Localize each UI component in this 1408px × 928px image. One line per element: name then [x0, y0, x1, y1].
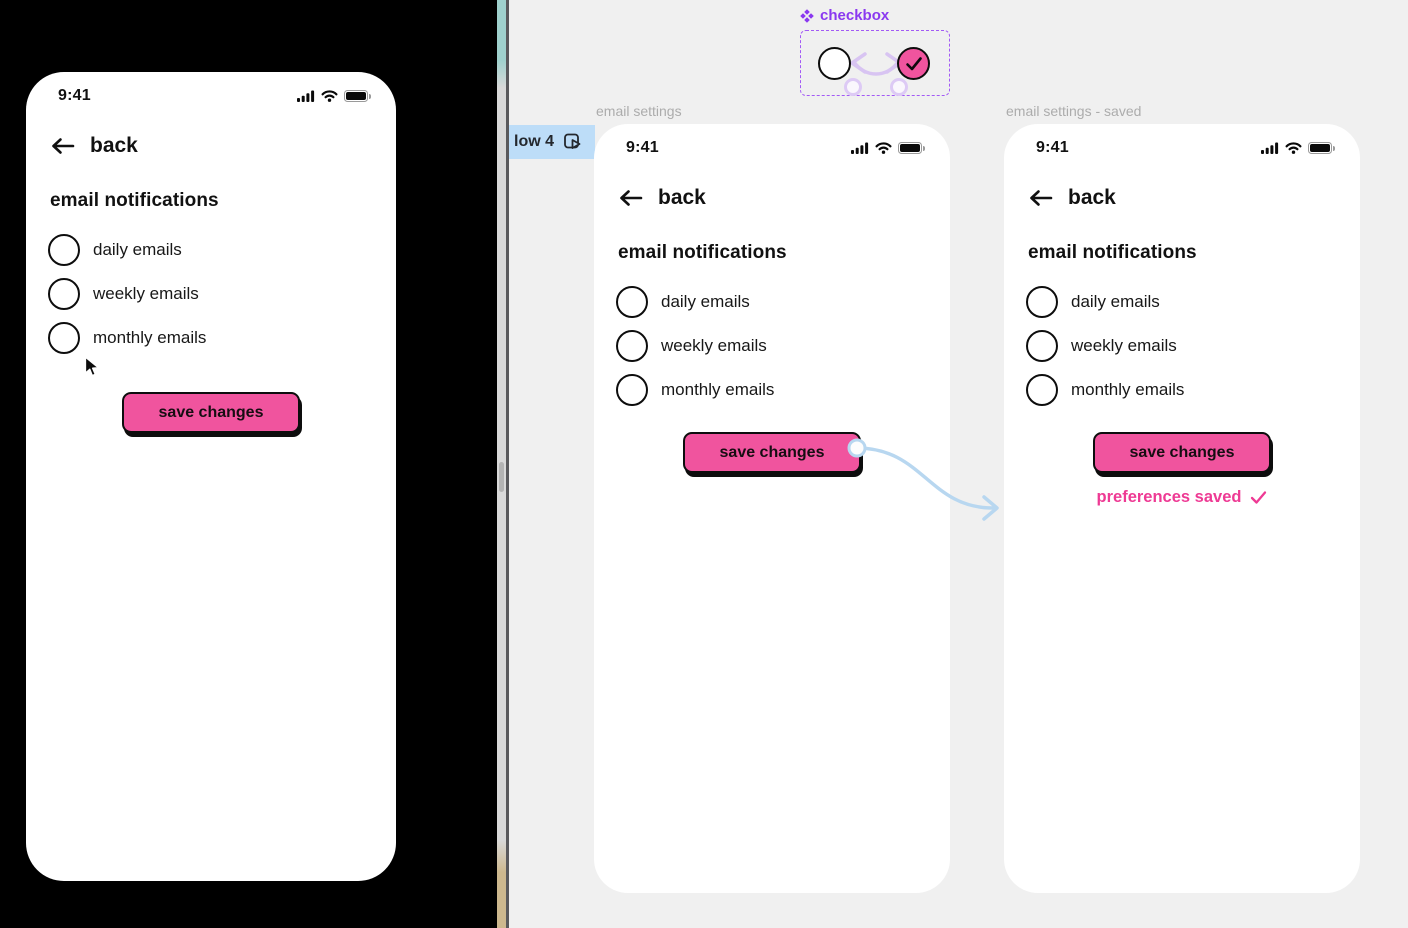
page-title: email notifications	[618, 242, 787, 263]
checkbox-checked-variant[interactable]	[897, 47, 930, 80]
wifi-icon	[875, 142, 892, 154]
battery-icon	[898, 142, 926, 154]
radio-label: monthly emails	[661, 380, 775, 399]
radio-circle-icon[interactable]	[48, 278, 80, 310]
radio-option-monthly[interactable]: monthly emails	[1026, 374, 1184, 406]
flow-label[interactable]: low 4	[509, 125, 595, 159]
saved-message-text: preferences saved	[1096, 488, 1242, 506]
component-name-label: checkbox	[820, 7, 890, 24]
status-time: 9:41	[626, 139, 659, 156]
radio-option-daily[interactable]: daily emails	[1026, 286, 1160, 318]
saved-message: preferences saved	[1004, 488, 1360, 507]
back-label: back	[1068, 186, 1116, 209]
radio-label: monthly emails	[93, 328, 207, 347]
variant-interaction-arrows-icon	[844, 52, 908, 96]
page-title: email notifications	[1028, 242, 1197, 263]
flow-label-text: low 4	[514, 133, 555, 150]
check-icon	[1251, 491, 1267, 504]
radio-label: daily emails	[93, 240, 182, 259]
window-divider	[506, 0, 509, 928]
radio-option-daily[interactable]: daily emails	[616, 286, 750, 318]
status-bar: 9:41	[58, 87, 372, 105]
back-label: back	[658, 186, 706, 209]
status-bar: 9:41	[1036, 139, 1336, 157]
page-title: email notifications	[50, 190, 219, 211]
radio-option-monthly[interactable]: monthly emails	[616, 374, 774, 406]
radio-circle-icon[interactable]	[1026, 286, 1058, 318]
mouse-cursor-icon	[84, 356, 100, 377]
back-button[interactable]: back	[618, 186, 706, 210]
radio-circle-icon[interactable]	[616, 286, 648, 318]
wifi-icon	[1285, 142, 1302, 154]
save-changes-button[interactable]: save changes	[683, 432, 861, 473]
save-changes-button[interactable]: save changes	[122, 392, 300, 433]
radio-label: weekly emails	[661, 336, 767, 355]
cellular-signal-icon	[851, 142, 869, 154]
save-changes-button[interactable]: save changes	[1093, 432, 1271, 473]
radio-label: daily emails	[661, 292, 750, 311]
radio-circle-icon[interactable]	[1026, 330, 1058, 362]
radio-option-weekly[interactable]: weekly emails	[616, 330, 767, 362]
wifi-icon	[321, 90, 338, 102]
radio-label: weekly emails	[93, 284, 199, 303]
cellular-signal-icon	[1261, 142, 1279, 154]
present-play-icon[interactable]	[563, 132, 583, 152]
phone-screen-preview: 9:41 back email notifications daily emai…	[26, 72, 396, 881]
back-arrow-icon	[52, 138, 75, 154]
back-button[interactable]: back	[50, 134, 138, 158]
component-title[interactable]: checkbox	[800, 7, 889, 24]
radio-label: monthly emails	[1071, 380, 1185, 399]
back-arrow-icon	[1030, 190, 1053, 206]
radio-option-weekly[interactable]: weekly emails	[48, 278, 199, 310]
phone-screen-email-settings[interactable]: 9:41 back email notifications daily emai…	[594, 124, 950, 893]
back-label: back	[90, 134, 138, 157]
radio-circle-icon[interactable]	[48, 234, 80, 266]
checkbox-component-set	[800, 30, 950, 96]
radio-option-monthly[interactable]: monthly emails	[48, 322, 206, 354]
radio-circle-icon[interactable]	[48, 322, 80, 354]
cellular-signal-icon	[297, 90, 315, 102]
prototype-connector-arrow[interactable]	[845, 432, 1025, 532]
frame-label-email-settings-saved[interactable]: email settings - saved	[1006, 103, 1142, 119]
four-diamonds-component-icon	[800, 8, 814, 23]
battery-icon	[344, 90, 372, 102]
radio-circle-icon[interactable]	[616, 374, 648, 406]
radio-circle-icon[interactable]	[1026, 374, 1058, 406]
frame-label-email-settings[interactable]: email settings	[596, 103, 682, 119]
battery-icon	[1308, 142, 1336, 154]
status-time: 9:41	[1036, 139, 1069, 156]
radio-circle-icon[interactable]	[616, 330, 648, 362]
status-bar: 9:41	[626, 139, 926, 157]
back-button[interactable]: back	[1028, 186, 1116, 210]
phone-screen-email-settings-saved[interactable]: 9:41 back email notifications daily emai…	[1004, 124, 1360, 893]
radio-option-daily[interactable]: daily emails	[48, 234, 182, 266]
scrollbar-thumb[interactable]	[499, 462, 504, 492]
checkbox-unchecked-variant[interactable]	[818, 47, 851, 80]
back-arrow-icon	[620, 190, 643, 206]
check-icon	[905, 56, 922, 70]
radio-label: daily emails	[1071, 292, 1160, 311]
status-time: 9:41	[58, 87, 91, 104]
radio-option-weekly[interactable]: weekly emails	[1026, 330, 1177, 362]
radio-label: weekly emails	[1071, 336, 1177, 355]
